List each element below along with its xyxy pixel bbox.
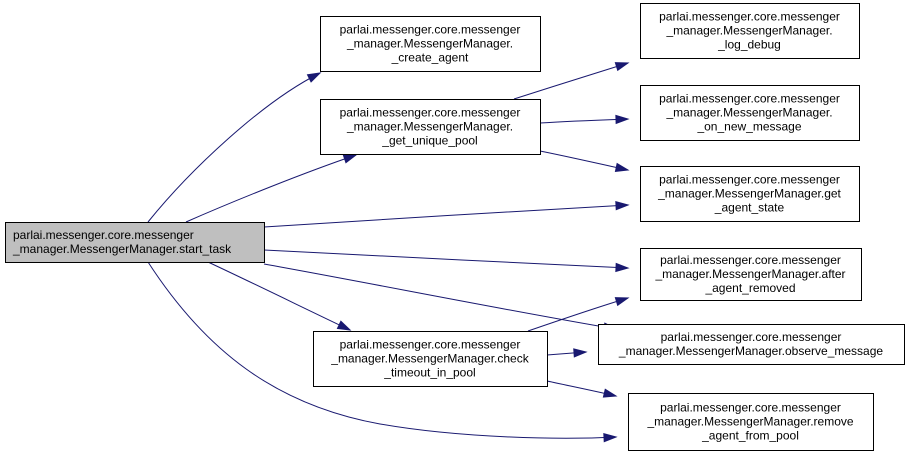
arrowhead-icon xyxy=(602,388,618,398)
node-label-line: parlai.messenger.core.messenger xyxy=(660,253,841,267)
node-label-line: _manager.MessengerManager. xyxy=(665,106,832,120)
edge-start-task-to-create-agent xyxy=(147,72,322,223)
node-label-line: _create_agent xyxy=(391,51,469,65)
arrowhead-icon xyxy=(342,154,358,164)
node-box xyxy=(320,16,541,72)
node-label-line: parlai.messenger.core.messenger xyxy=(340,106,521,120)
arrowhead-icon xyxy=(306,72,322,83)
edge-line xyxy=(147,72,321,223)
node-label-line: _manager.MessengerManager.remove xyxy=(646,415,853,429)
node-observe-message[interactable]: parlai.messenger.core.messenger_manager.… xyxy=(598,324,905,365)
node-box xyxy=(5,222,265,263)
arrowhead-icon xyxy=(615,114,630,125)
node-label-line: parlai.messenger.core.messenger xyxy=(340,338,521,352)
node-label-line: _manager.MessengerManager.after xyxy=(654,267,845,281)
node-box xyxy=(640,3,860,59)
edge-get-unique-pool-to-on-new-message xyxy=(539,114,630,125)
edge-start-task-to-observe-message xyxy=(263,263,618,332)
node-box xyxy=(313,331,548,387)
edge-start-task-to-after-agent-removed xyxy=(263,249,630,273)
arrowhead-icon xyxy=(615,262,630,273)
arrowhead-icon xyxy=(615,201,630,211)
arrowhead-icon xyxy=(336,320,352,331)
edge-line xyxy=(539,118,629,124)
node-box xyxy=(640,166,860,222)
node-label-line: _manager.MessengerManager.get xyxy=(657,187,841,201)
node-label-line: _manager.MessengerManager.check xyxy=(330,352,529,366)
node-label-line: _timeout_in_pool xyxy=(383,366,475,380)
edge-line xyxy=(147,261,617,439)
edge-line xyxy=(263,204,629,228)
node-label-line: parlai.messenger.core.messenger xyxy=(13,228,194,242)
node-get-agent-state[interactable]: parlai.messenger.core.messenger_manager.… xyxy=(640,166,860,222)
node-label-line: _get_unique_pool xyxy=(381,134,477,148)
node-label-line: _manager.MessengerManager. xyxy=(346,37,513,51)
edges-layer xyxy=(147,62,630,443)
node-label-line: _agent_state xyxy=(714,201,785,215)
node-label-line: parlai.messenger.core.messenger xyxy=(660,401,841,415)
edge-line xyxy=(263,249,629,269)
node-create-agent[interactable]: parlai.messenger.core.messenger_manager.… xyxy=(320,16,541,72)
edge-line xyxy=(263,263,617,330)
node-label-line: parlai.messenger.core.messenger xyxy=(659,10,840,24)
edge-check-timeout-in-pool-to-remove-agent-from-pool xyxy=(546,380,618,398)
arrowhead-icon xyxy=(614,162,630,172)
node-log-debug[interactable]: parlai.messenger.core.messenger_manager.… xyxy=(640,3,860,59)
node-on-new-message[interactable]: parlai.messenger.core.messenger_manager.… xyxy=(640,85,860,141)
edge-start-task-to-remove-agent-from-pool xyxy=(147,261,618,443)
arrowhead-icon xyxy=(603,432,618,443)
node-remove-agent-from-pool[interactable]: parlai.messenger.core.messenger_manager.… xyxy=(628,393,874,451)
node-label-line: _manager.MessengerManager. xyxy=(665,24,832,38)
node-label-line: parlai.messenger.core.messenger xyxy=(659,92,840,106)
edge-start-task-to-get-agent-state xyxy=(263,201,630,228)
node-after-agent-removed[interactable]: parlai.messenger.core.messenger_manager.… xyxy=(640,248,862,301)
node-box xyxy=(640,85,860,141)
node-label-line: _manager.MessengerManager.observe_messag… xyxy=(618,344,883,358)
node-box xyxy=(628,393,874,451)
node-label-line: parlai.messenger.core.messenger xyxy=(661,330,842,344)
edge-get-unique-pool-to-get-agent-state xyxy=(539,150,630,172)
node-label-line: _manager.MessengerManager.start_task xyxy=(12,242,232,256)
node-get-unique-pool[interactable]: parlai.messenger.core.messenger_manager.… xyxy=(320,99,541,155)
node-label-line: _agent_from_pool xyxy=(701,429,799,443)
arrowhead-icon xyxy=(614,62,630,72)
edge-line xyxy=(207,261,351,331)
node-box xyxy=(598,324,905,365)
edge-line xyxy=(539,150,629,171)
node-label-line: _log_debug xyxy=(717,38,781,52)
node-label-line: _manager.MessengerManager. xyxy=(346,120,513,134)
arrowhead-icon xyxy=(614,297,630,307)
edge-check-timeout-in-pool-to-observe-message xyxy=(546,348,588,358)
node-label-line: parlai.messenger.core.messenger xyxy=(659,173,840,187)
edge-check-timeout-in-pool-to-after-agent-removed xyxy=(527,297,630,332)
edge-start-task-to-check-timeout-in-pool xyxy=(207,261,352,331)
edge-get-unique-pool-to-log-debug xyxy=(513,62,630,100)
node-start-task[interactable]: parlai.messenger.core.messenger_manager.… xyxy=(5,222,265,263)
node-label-line: _on_new_message xyxy=(696,120,801,134)
edge-line xyxy=(185,154,357,223)
node-label-line: parlai.messenger.core.messenger xyxy=(340,23,521,37)
node-label-line: _agent_removed xyxy=(704,281,795,295)
node-check-timeout-in-pool[interactable]: parlai.messenger.core.messenger_manager.… xyxy=(313,331,548,387)
arrowhead-icon xyxy=(573,348,588,358)
node-box xyxy=(640,248,862,301)
node-box xyxy=(320,99,541,155)
edge-start-task-to-get-unique-pool xyxy=(185,154,358,223)
nodes-layer: parlai.messenger.core.messenger_manager.… xyxy=(5,3,905,451)
